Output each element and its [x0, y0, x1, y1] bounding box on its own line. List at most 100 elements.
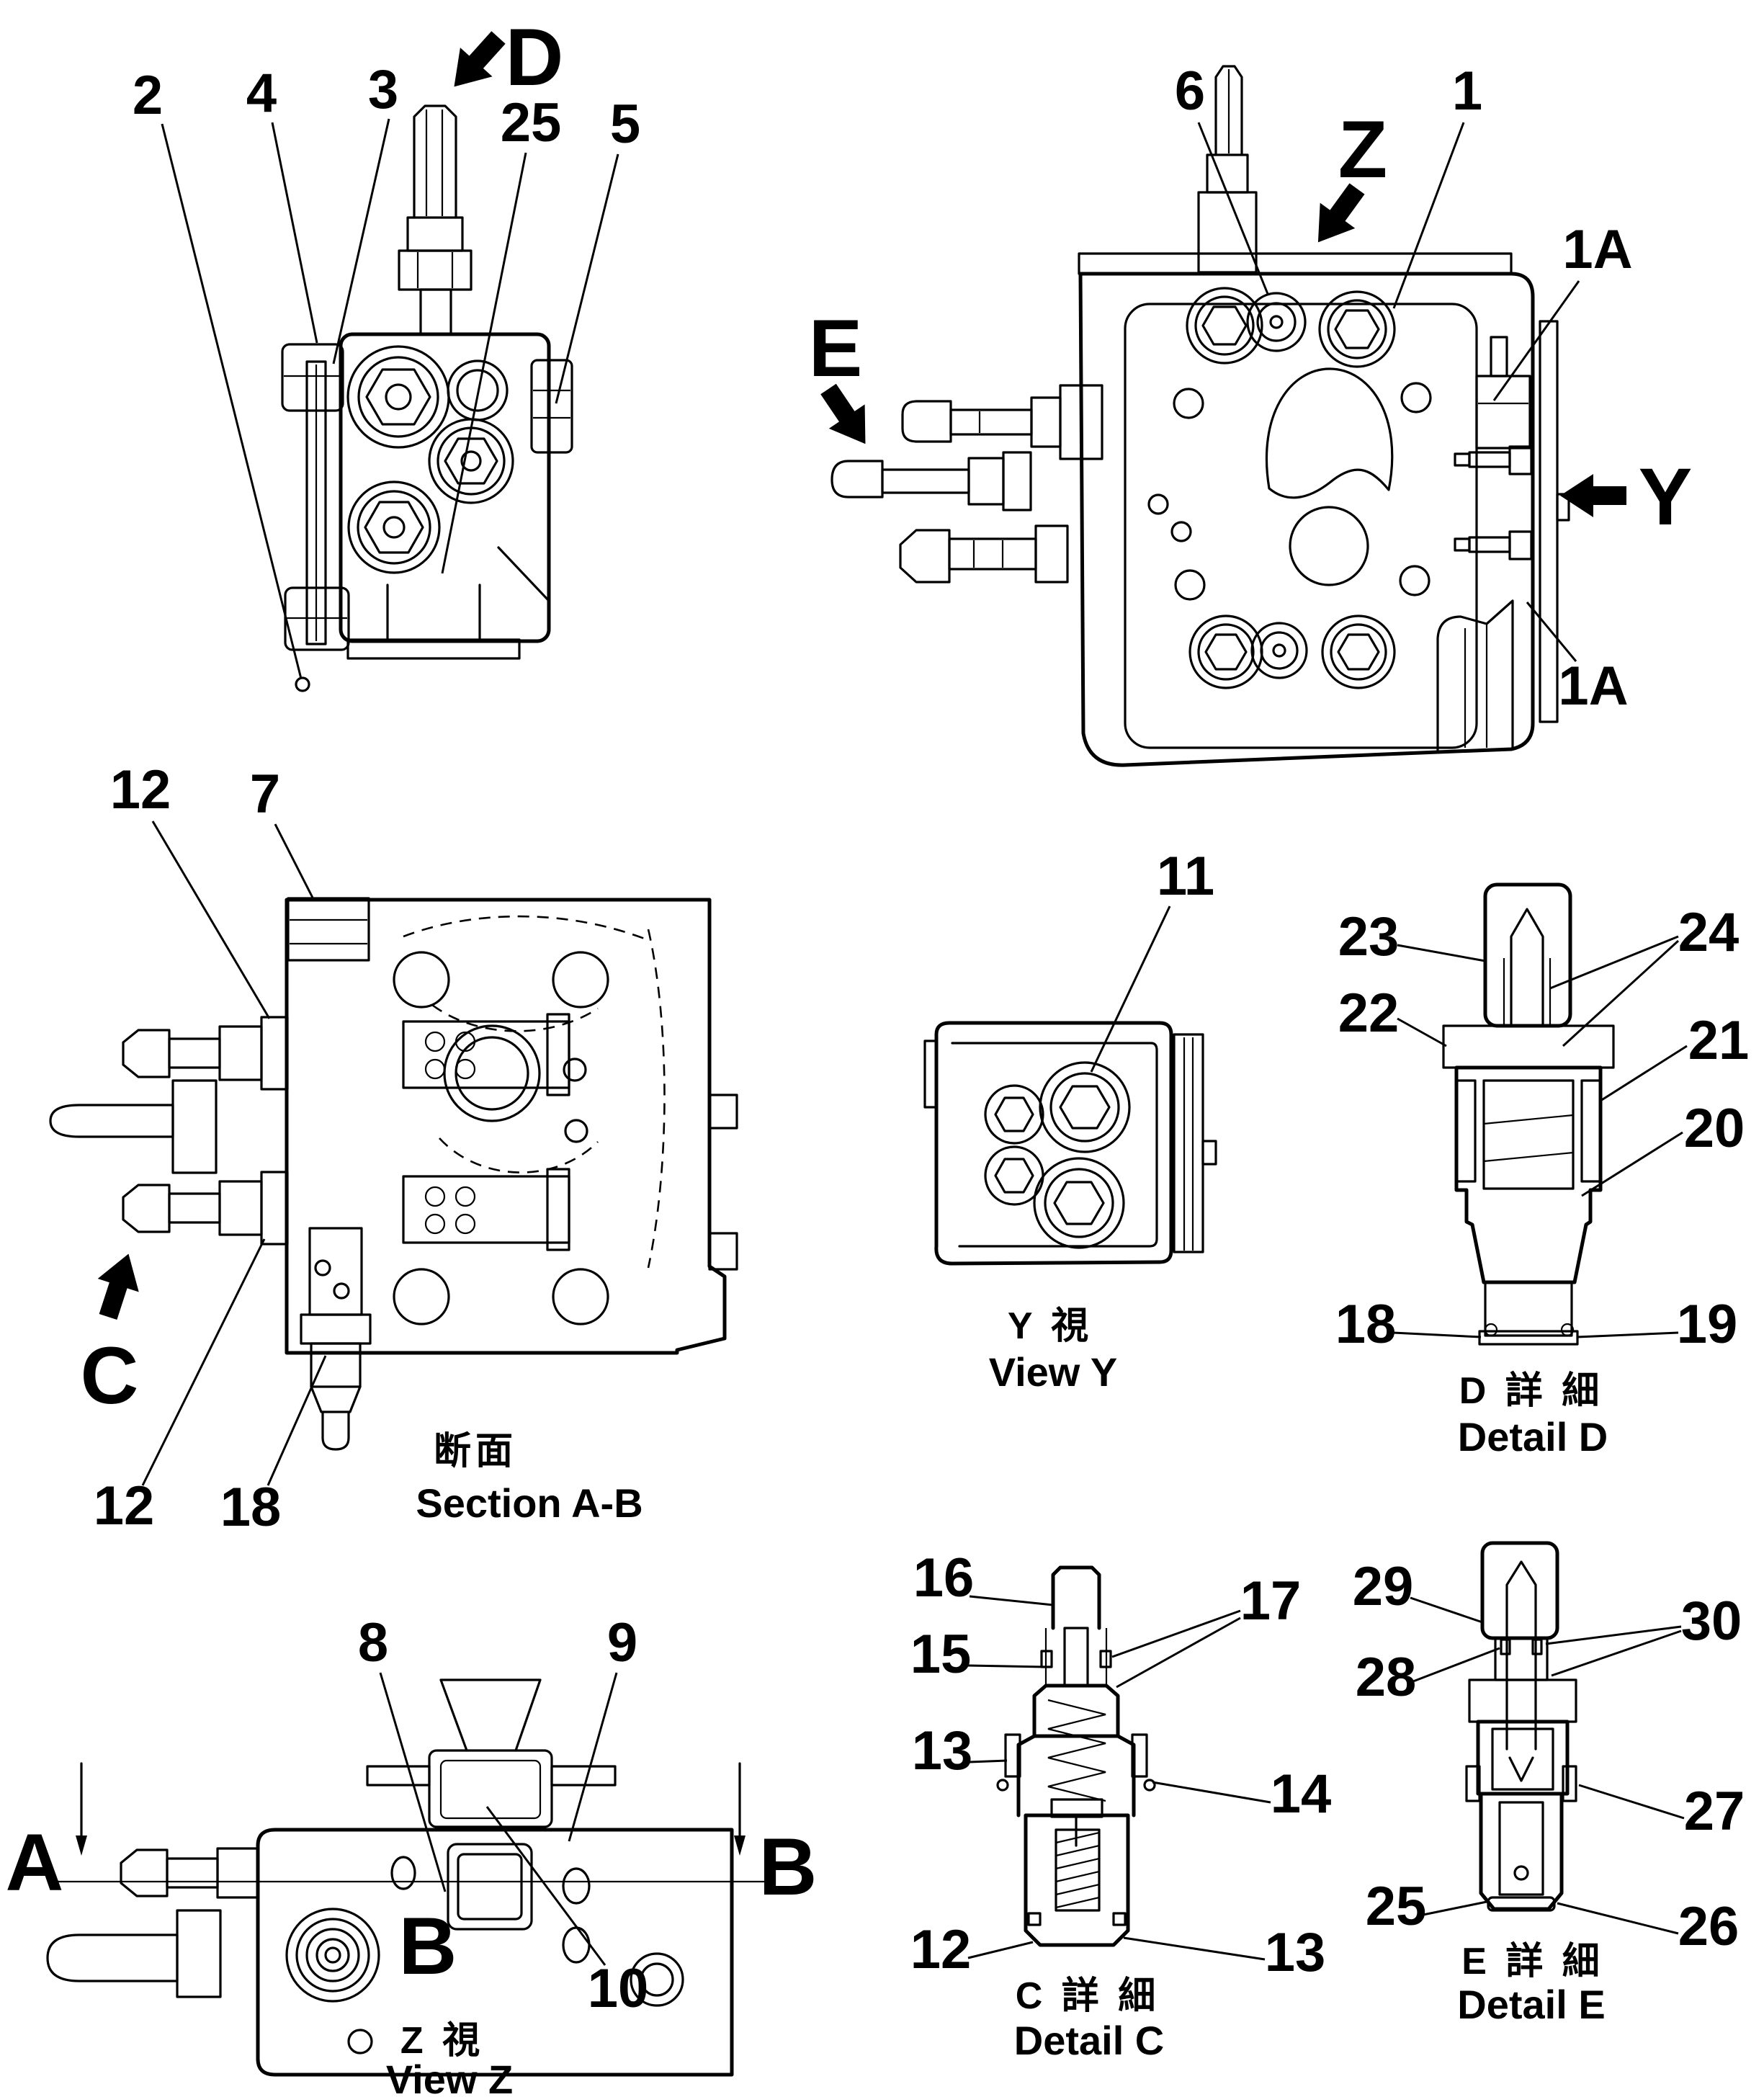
detail-c-caption-jp: C 詳 細	[1016, 1975, 1160, 2017]
port-ring	[1039, 1061, 1131, 1153]
inner-spring-box	[1055, 1828, 1101, 1912]
view-y-caption-en: View Y	[989, 1349, 1118, 1395]
right-stub	[708, 1094, 738, 1130]
leader-line-2	[161, 123, 303, 679]
body-chamfer-edge	[497, 546, 550, 602]
left-clamp-upper	[281, 343, 344, 412]
spiral-port	[324, 1946, 341, 1964]
callout-1a-upper: 1A	[1562, 219, 1632, 280]
adjuster-head	[1051, 1565, 1101, 1630]
body-outline	[339, 332, 551, 643]
detail-e-caption-en: Detail E	[1457, 1982, 1605, 2027]
stem-rod	[1214, 65, 1243, 156]
plunger-flange	[260, 1171, 289, 1246]
foot-pin	[1560, 1323, 1575, 1337]
callout-22: 22	[1338, 983, 1400, 1044]
port-ring	[1049, 1072, 1120, 1143]
leader-line-17b	[1116, 1617, 1241, 1689]
right-port	[630, 1952, 684, 2007]
lower-barrel	[1024, 1813, 1130, 1947]
foot-barrel	[1484, 1281, 1573, 1337]
plunger-head	[901, 400, 952, 443]
leader-line-25	[441, 152, 527, 574]
sleeve-hole	[314, 1259, 331, 1276]
view-letter-c: C	[81, 1331, 139, 1421]
bolt-hole	[1400, 382, 1432, 413]
bleed-hole	[1513, 1865, 1529, 1881]
ring-groove	[1500, 1638, 1511, 1655]
leader-line-30a	[1545, 1625, 1682, 1645]
right-stub-valve	[1454, 336, 1533, 560]
side-tab	[1131, 1733, 1148, 1778]
section-outline	[285, 898, 727, 1355]
leader-line-10	[485, 1806, 606, 1966]
coil-line	[1055, 1896, 1100, 1909]
port-ring	[1044, 1168, 1114, 1238]
ring-groove	[1531, 1638, 1543, 1655]
callout-11: 11	[1157, 846, 1214, 907]
right-stub	[708, 1232, 738, 1271]
leader-line-16	[969, 1595, 1054, 1606]
callout-28: 28	[1356, 1647, 1417, 1708]
leader-line-30b	[1551, 1629, 1682, 1677]
leader-line-8	[379, 1672, 447, 1892]
figure-view-y: 11 Y 視 View Y	[923, 846, 1217, 1395]
relief-tip	[321, 1410, 350, 1451]
callouts-detail-e: 29 28 30 27 25 26 E 詳 細 Detail E	[1353, 1556, 1745, 2027]
seal-pin	[1143, 1779, 1156, 1792]
port-ring	[1033, 1157, 1125, 1249]
leader-line-18	[1392, 1331, 1482, 1338]
leader-line-1a-lower	[1526, 602, 1577, 662]
detail-e-caption-jp: E 詳 細	[1461, 1941, 1604, 1982]
stud-tip	[1454, 537, 1471, 552]
leader-line-18	[267, 1355, 327, 1486]
port-ring	[1327, 299, 1387, 359]
callout-14: 14	[1271, 1763, 1332, 1825]
figure-view-z: 8 9 A B B 10 Z 視 View Z	[6, 1612, 818, 2097]
letter-b-inner: B	[399, 1901, 457, 1991]
leader-line-22	[1397, 1017, 1447, 1047]
callout-25: 25	[501, 92, 562, 153]
detail-e-valve	[1465, 1541, 1577, 1912]
plunger-hex	[218, 1025, 263, 1081]
sleeve-hole	[333, 1282, 350, 1300]
foot-plate	[1487, 1896, 1556, 1912]
lever-link	[171, 1079, 218, 1174]
callout-12-bottom: 12	[94, 1475, 155, 1537]
pin-hole	[1170, 521, 1192, 542]
stud-head	[1508, 445, 1533, 475]
leader-line-9	[568, 1672, 618, 1842]
leader-line-14	[1152, 1781, 1271, 1804]
callout-10: 10	[588, 1958, 649, 2019]
callout-13-left: 13	[912, 1720, 973, 1781]
stub-rod	[1490, 336, 1508, 377]
detail-c-caption-en: Detail C	[1014, 2018, 1165, 2063]
stud-head	[1508, 530, 1533, 560]
detail-d-caption-en: Detail D	[1458, 1414, 1608, 1459]
spring-coil	[455, 1186, 476, 1207]
view-letter-e: E	[809, 303, 863, 393]
right-clamp	[530, 359, 573, 454]
coil-line	[1055, 1883, 1100, 1896]
cage-line	[1483, 1114, 1574, 1125]
pin-hole	[1147, 493, 1169, 515]
dim-arrowhead-b	[734, 1836, 746, 1856]
section-spools	[402, 1013, 570, 1251]
bolt-hole	[1173, 388, 1204, 419]
spring-coil	[424, 1186, 446, 1207]
lock-ring	[1040, 1650, 1053, 1668]
shoulder	[1468, 1678, 1577, 1723]
spring-coil	[455, 1058, 476, 1080]
main-bore	[443, 1024, 541, 1122]
body-top-lip	[1078, 252, 1513, 275]
cap-outline	[1483, 882, 1572, 1028]
detail-c-valve	[996, 1565, 1156, 1947]
viewy-ports	[984, 1061, 1131, 1249]
hidden-contour	[403, 915, 649, 942]
callout-16: 16	[913, 1547, 975, 1609]
callout-27: 27	[1684, 1781, 1745, 1842]
bolt-hole	[1399, 565, 1431, 596]
leader-line-12-bottom	[141, 1238, 266, 1486]
leader-line-24a	[1549, 935, 1679, 990]
callouts-detail-c: 16 15 13 17 14 12 13 C 詳 細 Detail C	[910, 1547, 1332, 2063]
